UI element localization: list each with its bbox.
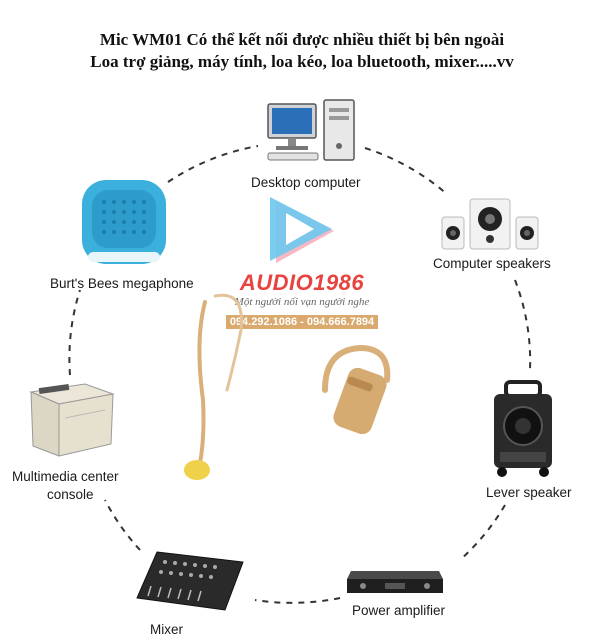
desktop-computer-icon bbox=[267, 99, 355, 161]
headset-microphone-icon bbox=[184, 293, 391, 480]
lever-speaker-label: Lever speaker bbox=[486, 485, 572, 500]
watermark: AUDIO1986 Một người nối vạn người nghe 0… bbox=[210, 270, 394, 330]
mixer-label: Mixer bbox=[150, 622, 183, 637]
watermark-brand: AUDIO1986 bbox=[239, 270, 365, 295]
multimedia-console-label-line-2: console bbox=[47, 487, 94, 502]
play-logo-icon bbox=[270, 197, 334, 263]
multimedia-console-icon bbox=[29, 383, 115, 457]
desktop-computer-label: Desktop computer bbox=[251, 175, 361, 190]
power-amplifier-label: Power amplifier bbox=[352, 603, 446, 618]
computer-speakers-label: Computer speakers bbox=[433, 256, 551, 271]
lever-speaker-icon bbox=[494, 380, 552, 477]
megaphone-label: Burt's Bees megaphone bbox=[50, 276, 194, 291]
multimedia-console-label-line-1: Multimedia center bbox=[12, 469, 119, 484]
megaphone-speaker-icon bbox=[82, 180, 166, 264]
watermark-phones: 094.292.1086 - 094.666.7894 bbox=[225, 315, 379, 329]
title-line-1: Mic WM01 Có thể kết nối được nhiều thiết… bbox=[99, 30, 505, 49]
title-line-2: Loa trợ giảng, máy tính, loa kéo, loa bl… bbox=[90, 52, 514, 71]
mixer-icon bbox=[136, 551, 244, 611]
computer-speakers-icon bbox=[441, 198, 539, 250]
watermark-slogan: Một người nối vạn người nghe bbox=[234, 296, 370, 308]
power-amplifier-icon bbox=[347, 571, 443, 593]
